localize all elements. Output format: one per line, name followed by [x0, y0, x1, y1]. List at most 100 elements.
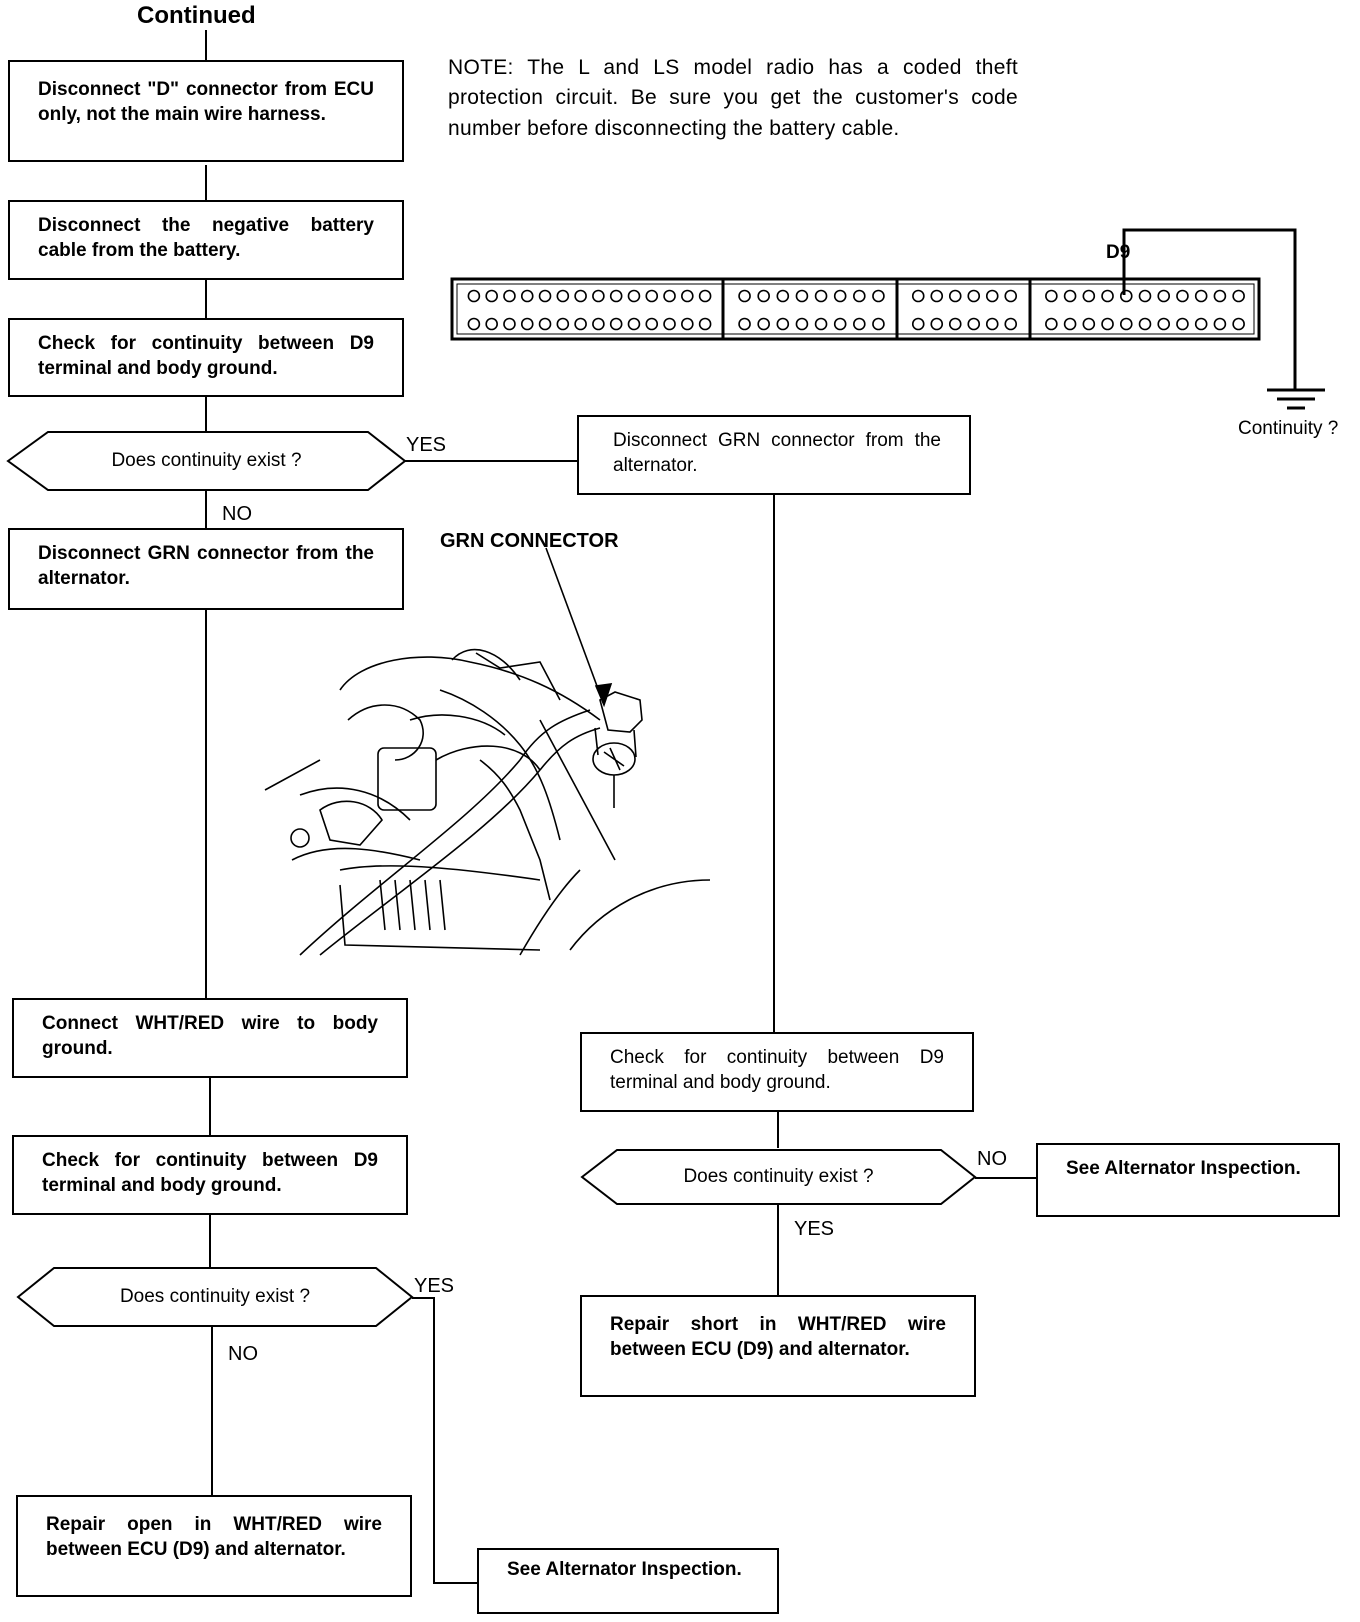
connector-pin	[485, 317, 498, 331]
connector-pin	[645, 317, 659, 331]
connector-pin	[776, 289, 790, 303]
connector-pin	[1138, 317, 1152, 331]
connector-pin	[520, 289, 534, 303]
step-check-continuity-right: Check for continuity between D9 terminal…	[580, 1032, 974, 1112]
connector-pin	[1119, 317, 1133, 331]
connector-pin	[948, 289, 962, 303]
connector-pin	[467, 317, 481, 331]
connector-pin	[1176, 317, 1189, 331]
grn-connector-caption: GRN CONNECTOR	[440, 530, 619, 552]
connector-pin	[520, 317, 534, 331]
continuity-ground-label: Continuity ?	[1238, 418, 1339, 439]
connector-pin	[872, 289, 885, 303]
ecu-connector	[450, 228, 1325, 410]
result-repair-short: Repair short in WHT/RED wire between ECU…	[580, 1295, 976, 1397]
decision-continuity-1: Does continuity exist ?	[111, 450, 302, 471]
connector-pin	[1101, 317, 1114, 331]
connector-pin	[1157, 289, 1171, 303]
connector-pin	[967, 317, 981, 331]
step-disconnect-d-connector: Disconnect "D" connector from ECU only, …	[8, 60, 404, 162]
connector-pin	[556, 317, 570, 331]
connector-pin	[503, 317, 516, 331]
connector-pin	[1045, 289, 1058, 303]
connector-pin	[538, 289, 552, 303]
connector-pin	[627, 317, 641, 331]
step-connect-wht-red: Connect WHT/RED wire to body ground.	[12, 998, 408, 1078]
connector-pin	[872, 317, 885, 331]
connector-pin	[853, 289, 866, 303]
decision-continuity-right: Does continuity exist ?	[683, 1166, 874, 1187]
connector-pin	[663, 317, 676, 331]
connector-pin	[795, 289, 809, 303]
connector-pin	[1063, 317, 1077, 331]
d9-pin-label: D9	[1106, 242, 1131, 263]
connector-pin	[814, 317, 828, 331]
connector-pin	[663, 289, 676, 303]
connector-pin	[1082, 289, 1096, 303]
decision2-no-label: NO	[228, 1343, 258, 1365]
connector-pin	[645, 289, 659, 303]
connector-pin	[1045, 317, 1058, 331]
step-disconnect-battery: Disconnect the negative battery cable fr…	[8, 200, 404, 280]
decision3-yes-label: YES	[794, 1218, 835, 1240]
connector-pin	[911, 289, 925, 303]
connector-pin	[1194, 317, 1208, 331]
connector-pin	[1138, 289, 1152, 303]
connector-pin	[833, 289, 847, 303]
step-check-continuity-1: Check for continuity between D9 terminal…	[8, 318, 404, 397]
connector-pin	[757, 289, 770, 303]
connector-pin	[795, 317, 809, 331]
decision1-yes-label: YES	[406, 434, 447, 456]
decision3-no-label: NO	[977, 1148, 1007, 1170]
connector-pin	[1194, 289, 1208, 303]
connector-pin	[757, 317, 770, 331]
connector-pin	[1176, 289, 1189, 303]
connector-pin	[985, 317, 999, 331]
connector-pin	[627, 289, 641, 303]
connector-pin	[1004, 317, 1018, 331]
connector-pin	[833, 317, 847, 331]
result-repair-open: Repair open in WHT/RED wire between ECU …	[16, 1495, 412, 1597]
connector-pin	[1213, 317, 1227, 331]
connector-pin	[985, 289, 999, 303]
connector-pin	[967, 289, 981, 303]
connector-pin	[1157, 317, 1171, 331]
connector-pin	[911, 317, 925, 331]
connector-pin	[738, 317, 751, 331]
connector-pin	[1004, 289, 1018, 303]
connector-pin	[930, 289, 944, 303]
decision3-shape	[580, 1149, 977, 1205]
step-disconnect-grn-right: Disconnect GRN connector from the altern…	[577, 415, 971, 495]
alternator-illustration	[264, 547, 711, 956]
decision1-no-label: NO	[222, 503, 252, 525]
connector-pin	[467, 289, 481, 303]
decision1-shape	[6, 431, 407, 491]
connector-pin	[814, 289, 828, 303]
decision2-shape	[16, 1267, 414, 1327]
connector-pin	[592, 289, 605, 303]
connector-pin	[609, 289, 623, 303]
result-see-alternator-right: See Alternator Inspection.	[1036, 1143, 1340, 1217]
connector-pin	[592, 317, 605, 331]
connector-pin	[930, 317, 944, 331]
page-title: Continued	[137, 2, 256, 29]
connector-pin	[948, 317, 962, 331]
decision-continuity-2: Does continuity exist ?	[119, 1286, 311, 1307]
connector-pin	[1213, 289, 1227, 303]
connector-pin	[738, 289, 751, 303]
connector-pin	[1101, 289, 1114, 303]
connector-pin	[1082, 317, 1096, 331]
step-disconnect-grn-left: Disconnect GRN connector from the altern…	[8, 528, 404, 610]
note-text: NOTE: The L and LS model radio has a cod…	[448, 56, 1018, 140]
decision2-yes-label: YES	[414, 1275, 455, 1297]
connector-pin	[853, 317, 866, 331]
connector-pin	[503, 289, 516, 303]
connector-pin	[681, 289, 694, 303]
connector-pin	[538, 317, 552, 331]
connector-pin	[1119, 289, 1133, 303]
result-see-alternator-left: See Alternator Inspection.	[477, 1548, 779, 1614]
connector-pin	[574, 289, 587, 303]
step-check-continuity-2: Check for continuity between D9 terminal…	[12, 1135, 408, 1215]
connector-pin	[574, 317, 587, 331]
